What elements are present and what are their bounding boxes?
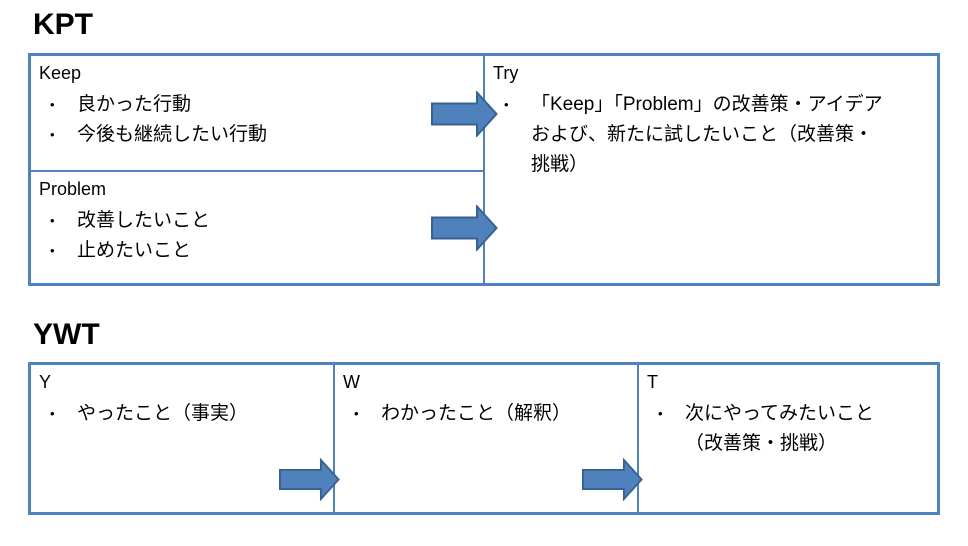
problem-label: Problem: [39, 179, 107, 199]
ywt-table: Y • やったこと（事実） W • わかったこと（解釈） T •: [28, 362, 940, 515]
t-label: T: [647, 372, 658, 392]
problem-bullet-1-text: 改善したいこと: [77, 210, 211, 231]
kpt-section-title: KPT: [33, 8, 93, 41]
keep-bullet-2-text: 今後も継続したい行動: [77, 124, 268, 145]
bullet-icon: •: [50, 127, 55, 142]
keep-label: Keep: [39, 63, 82, 83]
right-arrow-icon: [431, 91, 498, 137]
t-bullet-1: • 次にやってみたいこと （改善策・挑戦）: [658, 399, 929, 459]
keep-bullet-1: • 良かった行動: [50, 90, 475, 120]
try-cell: Try • 「Keep」「Problem」の改善策・アイデア および、新たに試し…: [485, 56, 937, 283]
t-bullet-1-text: 次にやってみたいこと （改善策・挑戦）: [685, 399, 874, 459]
try-bullet-line-2: および、新たに試したいこと（改善策・: [531, 124, 874, 145]
bullet-icon: •: [504, 97, 509, 112]
ywt-section-title: YWT: [33, 318, 100, 351]
keep-bullet-1-text: 良かった行動: [77, 94, 192, 115]
try-label: Try: [493, 63, 519, 83]
bullet-icon: •: [50, 243, 55, 258]
w-label: W: [343, 372, 360, 392]
try-bullet-line-1: 「Keep」「Problem」の改善策・アイデア: [531, 94, 883, 115]
right-arrow-icon: [582, 458, 643, 501]
problem-cell: Problem • 改善したいこと • 止めたいこと: [31, 172, 483, 283]
kpt-table: Keep • 良かった行動 • 今後も継続したい行動 Problem • 改善し…: [28, 53, 940, 286]
y-cell: Y • やったこと（事実）: [31, 365, 333, 512]
try-bullet-1: • 「Keep」「Problem」の改善策・アイデア および、新たに試したいこと…: [504, 90, 929, 180]
right-arrow-icon: [279, 458, 340, 501]
try-bullet-line-3: 挑戦）: [531, 154, 589, 175]
w-bullet-1: • わかったこと（解釈）: [354, 399, 629, 429]
bullet-icon: •: [658, 406, 663, 421]
t-bullet-line-2: （改善策・挑戦）: [685, 433, 838, 454]
right-arrow-icon: [431, 205, 498, 251]
keep-bullet-2: • 今後も継続したい行動: [50, 120, 475, 150]
w-cell: W • わかったこと（解釈）: [335, 365, 637, 512]
bullet-icon: •: [50, 213, 55, 228]
kpt-horizontal-divider: [31, 170, 484, 172]
bullet-icon: •: [354, 406, 359, 421]
problem-bullet-list: • 改善したいこと • 止めたいこと: [37, 206, 475, 266]
keep-cell: Keep • 良かった行動 • 今後も継続したい行動: [31, 56, 483, 170]
bullet-icon: •: [50, 406, 55, 421]
problem-bullet-1: • 改善したいこと: [50, 206, 475, 236]
bullet-icon: •: [50, 97, 55, 112]
y-bullet-1-text: やったこと（事実）: [77, 403, 249, 424]
ywt-divider-w-t: [637, 365, 639, 512]
try-bullet-list: • 「Keep」「Problem」の改善策・アイデア および、新たに試したいこと…: [491, 90, 929, 180]
problem-bullet-2-text: 止めたいこと: [77, 240, 192, 261]
w-bullet-list: • わかったこと（解釈）: [341, 399, 629, 429]
try-bullet-1-text: 「Keep」「Problem」の改善策・アイデア および、新たに試したいこと（改…: [531, 90, 883, 180]
t-cell: T • 次にやってみたいこと （改善策・挑戦）: [639, 365, 937, 512]
keep-bullet-list: • 良かった行動 • 今後も継続したい行動: [37, 90, 475, 150]
t-bullet-list: • 次にやってみたいこと （改善策・挑戦）: [645, 399, 929, 459]
y-bullet-1: • やったこと（事実）: [50, 399, 325, 429]
kpt-vertical-divider: [483, 56, 485, 283]
ywt-divider-y-w: [333, 365, 335, 512]
w-bullet-1-text: わかったこと（解釈）: [381, 403, 572, 424]
y-bullet-list: • やったこと（事実）: [37, 399, 325, 429]
y-label: Y: [39, 372, 52, 392]
t-bullet-line-1: 次にやってみたいこと: [685, 403, 875, 424]
problem-bullet-2: • 止めたいこと: [50, 236, 475, 266]
